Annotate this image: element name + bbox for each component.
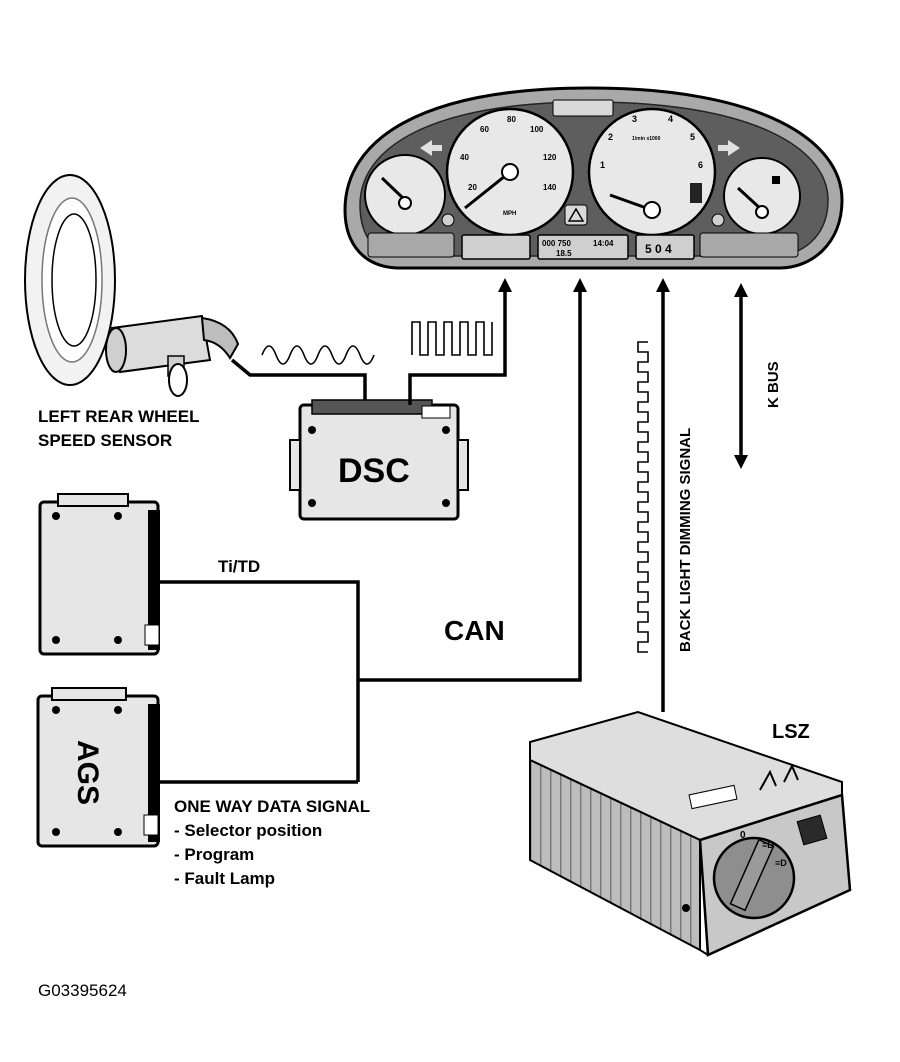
can-bus-wire: [358, 278, 587, 682]
one-way-item-fault-lamp: - Fault Lamp: [174, 869, 275, 888]
lsz-label: LSZ: [772, 721, 810, 743]
sensor-body: [110, 314, 212, 374]
one-way-item-program: - Program: [174, 845, 254, 864]
dsc-module: DSC: [289, 399, 469, 521]
tacho-tick-label: 5: [690, 132, 695, 142]
one-way-data-title: ONE WAY DATA SIGNAL: [174, 797, 370, 816]
gear-display: [635, 234, 695, 260]
engine-control-module: [38, 493, 160, 656]
gear-display-value: 5 0 4: [645, 242, 672, 256]
right-turn-indicator-icon: [718, 140, 740, 156]
switch-position-off: 0: [740, 830, 746, 841]
ti-td-wire: [160, 580, 360, 782]
ags-module: AGS: [36, 687, 160, 848]
tacho-tick-label: 6: [698, 160, 703, 170]
trip-value: 18.5: [556, 249, 572, 258]
dimmer-wheel: [796, 814, 828, 846]
hazard-warning-icon: [564, 204, 588, 226]
wheel-speed-sensor: LEFT REAR WHEEL SPEED SENSOR: [24, 174, 240, 450]
instrument-cluster: 20 40 60 80 100 120 140 MPH 1 2 3 4 5 6 …: [343, 86, 844, 270]
backlight-pwm-waveform: [637, 341, 649, 653]
speedo-tick-label: 80: [507, 115, 516, 124]
odometer-value: 000 750: [542, 239, 571, 248]
speedo-tick-label: 140: [543, 183, 557, 192]
left-turn-indicator-icon: [420, 140, 442, 156]
clock-set-knob: [711, 213, 725, 227]
backlight-dimming-label: BACK LIGHT DIMMING SIGNAL: [677, 428, 694, 652]
speedometer: 20 40 60 80 100 120 140 MPH: [445, 107, 575, 237]
wheel-sensor-label-line2: SPEED SENSOR: [38, 431, 172, 450]
speedo-tick-label: 40: [460, 153, 469, 162]
switch-position-parking: ≡D: [762, 840, 774, 850]
ags-label: AGS: [71, 740, 104, 805]
tacho-tick-label: 3: [632, 114, 637, 124]
tachometer: 1 2 3 4 5 6 7 1/min x1000: [587, 107, 717, 237]
k-bus-label: K BUS: [765, 361, 782, 408]
sensor-to-dsc-wire: [230, 358, 367, 405]
speedo-tick-label: 100: [530, 125, 544, 134]
clock-value: 14:04: [593, 239, 614, 248]
indicator-panel-right: [699, 232, 799, 258]
temperature-gauge: [723, 157, 801, 235]
check-control-display: [461, 234, 531, 260]
ti-td-label: Ti/TD: [218, 557, 260, 576]
speedo-tick-label: 60: [480, 125, 489, 134]
tacho-tick-label: 1: [600, 160, 605, 170]
lsz-light-switch-center: 0 ≡D ≡D: [529, 710, 852, 957]
indicator-panel-left: [367, 232, 455, 258]
can-label: CAN: [444, 615, 505, 646]
figure-id: G03395624: [38, 981, 127, 1000]
dsc-to-cluster-wire: [408, 278, 512, 405]
wheel-sensor-label-line1: LEFT REAR WHEEL: [38, 407, 200, 426]
dsc-square-wave: [411, 321, 493, 356]
warning-light-strip: [552, 99, 614, 117]
speedo-unit: MPH: [503, 211, 516, 217]
fuel-gauge: [364, 154, 446, 236]
odometer-display: [537, 234, 629, 260]
dsc-label: DSC: [338, 452, 410, 490]
tacho-unit: 1/min x1000: [632, 136, 661, 142]
trip-reset-knob: [441, 213, 455, 227]
one-way-item-selector: - Selector position: [174, 821, 322, 840]
switch-position-headlight: ≡D: [775, 858, 787, 868]
tacho-tick-label: 4: [668, 114, 673, 124]
tacho-tick-label: 2: [608, 132, 613, 142]
speedo-tick-label: 20: [468, 183, 477, 192]
sensor-signal-waveform: [261, 345, 375, 365]
speedo-tick-label: 120: [543, 153, 557, 162]
